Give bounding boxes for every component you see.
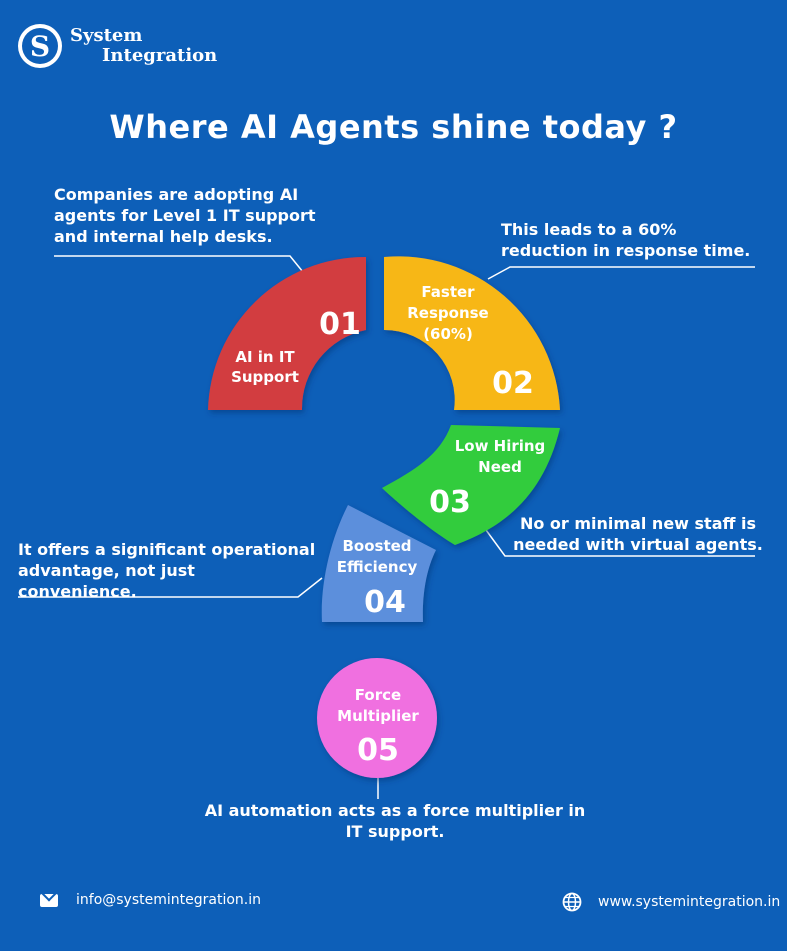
- footer-email-text[interactable]: info@systemintegration.in: [76, 892, 261, 908]
- segment-02-shape: [384, 256, 560, 410]
- footer-email[interactable]: info@systemintegration.in: [40, 892, 261, 908]
- footer-website[interactable]: www.systemintegration.in: [562, 892, 780, 912]
- segment-01-label-line2: Support: [231, 368, 299, 386]
- page-title: Where AI Agents shine today ?: [109, 108, 678, 146]
- segment-03-number: 03: [429, 485, 471, 520]
- segment-03-label-line2: Need: [478, 458, 522, 476]
- segment-04-label-line1: Boosted: [342, 537, 411, 555]
- segment-02-label-line3: (60%): [423, 325, 473, 343]
- note-ai-in-it-support: Companies are adopting AI agents for Lev…: [54, 185, 316, 246]
- connector-03: [485, 529, 755, 557]
- segment-03-label-line1: Low Hiring: [455, 437, 546, 455]
- brand-name-line2: Integration: [102, 45, 218, 66]
- segment-05-number: 05: [357, 733, 399, 768]
- segment-02-label-line1: Faster: [421, 283, 475, 301]
- brand-logo: S System Integration: [18, 24, 238, 74]
- logo-letter: S: [22, 28, 58, 64]
- note-faster-response: This leads to a 60% reduction in respons…: [501, 220, 751, 260]
- connector-01: [54, 255, 304, 273]
- globe-icon: [562, 892, 582, 912]
- segment-03-shape: [382, 425, 560, 545]
- segment-01-label-line1: AI in IT: [235, 348, 295, 366]
- segment-05-label-line2: Multiplier: [337, 707, 419, 725]
- segment-04-label-line2: Efficiency: [337, 558, 418, 576]
- note-low-hiring-need: No or minimal new staff is needed with v…: [513, 514, 763, 554]
- logo-mark: S: [18, 24, 62, 68]
- segment-02-label-line2: Response: [407, 304, 488, 322]
- footer-website-text[interactable]: www.systemintegration.in: [598, 894, 781, 910]
- segment-02-number: 02: [492, 366, 534, 401]
- segment-04-shape: [321, 505, 436, 622]
- connector-lines: [18, 255, 755, 799]
- segment-04-number: 04: [364, 585, 406, 620]
- note-boosted-efficiency: It offers a significant operational adva…: [18, 540, 316, 601]
- segment-01-number: 01: [319, 307, 361, 342]
- segment-01-shape: [208, 256, 366, 410]
- brand-name: System Integration: [70, 26, 217, 66]
- connector-02: [487, 266, 755, 280]
- note-force-multiplier: AI automation acts as a force multiplier…: [204, 801, 586, 841]
- mail-icon: [40, 893, 58, 907]
- brand-name-line1: System: [70, 25, 143, 46]
- segment-05-shape: [317, 658, 437, 778]
- segment-05-label-line1: Force: [355, 686, 401, 704]
- connector-04: [18, 577, 323, 598]
